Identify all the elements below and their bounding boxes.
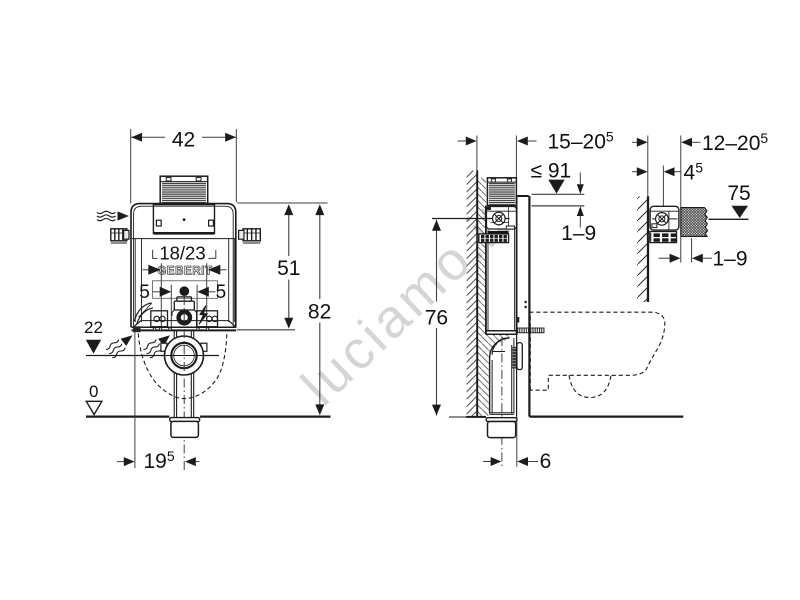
- svg-text:76: 76: [425, 306, 448, 329]
- svg-text:≤ 91: ≤ 91: [531, 160, 572, 183]
- svg-text:195: 195: [144, 448, 175, 473]
- svg-text:0: 0: [89, 382, 98, 401]
- svg-text:5: 5: [216, 282, 227, 303]
- svg-text:1–9: 1–9: [561, 222, 596, 245]
- svg-text:22: 22: [84, 318, 103, 337]
- svg-text:GEBERIT: GEBERIT: [157, 266, 212, 278]
- svg-text:6: 6: [540, 450, 552, 473]
- svg-text:1–9: 1–9: [712, 248, 747, 271]
- svg-text:75: 75: [727, 182, 750, 205]
- svg-text:15–205: 15–205: [548, 128, 614, 153]
- svg-text:51: 51: [277, 257, 300, 280]
- svg-text:42: 42: [172, 129, 195, 152]
- svg-text:12–205: 12–205: [702, 130, 768, 155]
- svg-text:82: 82: [308, 300, 331, 323]
- svg-text:18/23: 18/23: [159, 243, 205, 264]
- svg-text:5: 5: [139, 282, 150, 303]
